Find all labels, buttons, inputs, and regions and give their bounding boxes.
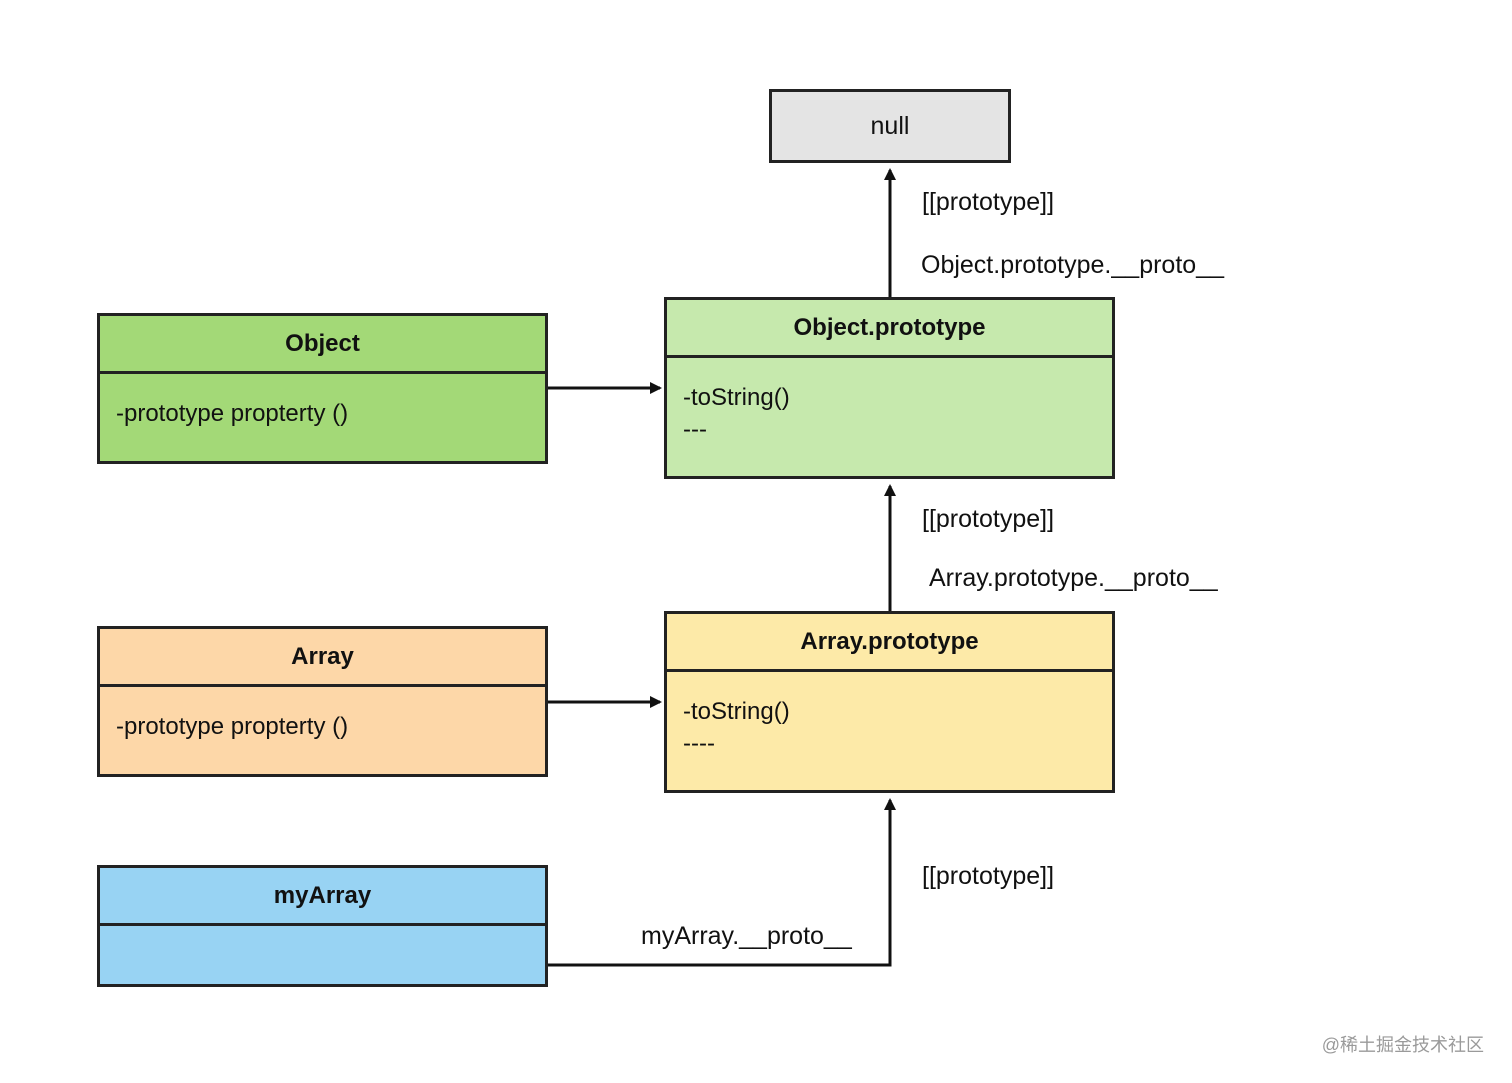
- edge-label-objproto-tag: [[prototype]]: [922, 188, 1055, 216]
- my-array-node: myArray: [97, 865, 548, 987]
- object-node-title: Object: [285, 329, 360, 357]
- array-prototype-node-title: Array.prototype: [800, 627, 979, 655]
- my-array-node-header: myArray: [100, 868, 545, 926]
- null-node: null: [769, 89, 1011, 163]
- array-node-body: -prototype propterty (): [100, 687, 545, 753]
- object-prototype-node-header: Object.prototype: [667, 300, 1112, 358]
- edge-label-myarray-tag: [[prototype]]: [922, 862, 1055, 890]
- array-node-member: -prototype propterty (): [116, 713, 349, 740]
- edge-label-arrproto-tag: [[prototype]]: [922, 505, 1055, 533]
- edge-myarray-to-arrproto: [547, 798, 896, 967]
- object-prototype-node-body: -toString() ---: [667, 358, 1112, 456]
- object-node-body: -prototype propterty (): [100, 374, 545, 440]
- object-prototype-node: Object.prototype -toString() ---: [664, 297, 1115, 479]
- array-node-title: Array: [291, 642, 354, 670]
- object-prototype-member-tostring: -toString(): [683, 384, 790, 411]
- array-prototype-node: Array.prototype -toString() ----: [664, 611, 1115, 793]
- array-prototype-node-body: -toString() ----: [667, 672, 1112, 770]
- null-node-title: null: [870, 111, 910, 140]
- array-prototype-member-tostring: -toString(): [683, 698, 790, 725]
- array-node: Array -prototype propterty (): [97, 626, 548, 777]
- edge-label-objproto-expr: Object.prototype.__proto__: [921, 251, 1224, 279]
- object-node: Object -prototype propterty (): [97, 313, 548, 464]
- object-node-member: -prototype propterty (): [116, 400, 349, 427]
- edge-label-arrproto-expr: Array.prototype.__proto__: [929, 564, 1218, 592]
- my-array-node-title: myArray: [273, 881, 372, 909]
- edge-label-myarray-expr: myArray.__proto__: [641, 922, 852, 950]
- object-prototype-node-title: Object.prototype: [793, 313, 986, 341]
- watermark-text: @稀土掘金技术社区: [1321, 1035, 1484, 1055]
- object-node-header: Object: [100, 316, 545, 374]
- object-prototype-member-ellipsis: ---: [683, 416, 707, 443]
- array-prototype-member-ellipsis: ----: [683, 730, 715, 757]
- array-prototype-node-header: Array.prototype: [667, 614, 1112, 672]
- my-array-node-body: [100, 926, 545, 946]
- array-node-header: Array: [100, 629, 545, 687]
